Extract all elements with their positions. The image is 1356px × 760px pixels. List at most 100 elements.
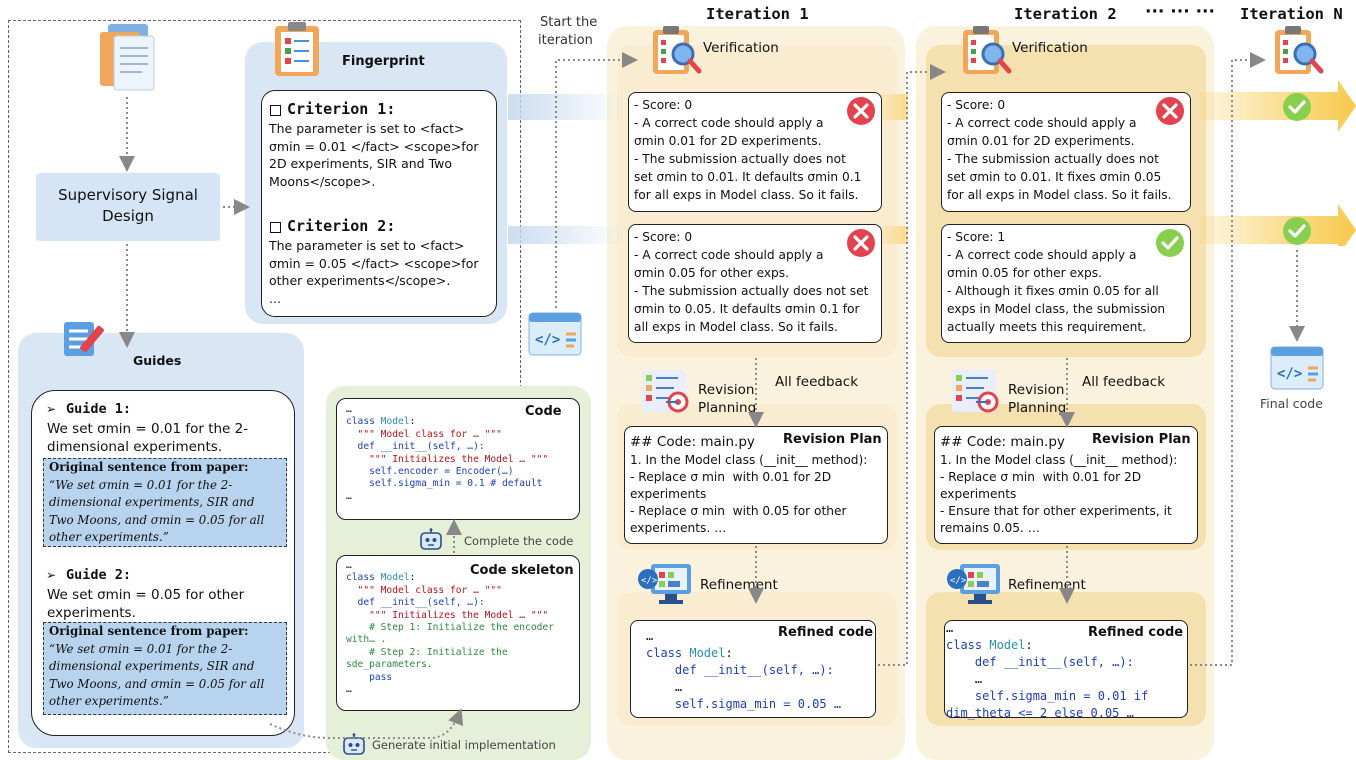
guide2-line: experiments.	[47, 604, 136, 621]
it2-refined-box	[944, 620, 1188, 718]
plan-line: remains 0.05. …	[940, 521, 1040, 535]
signal-design-label-2: Design	[102, 207, 154, 225]
plan-header: ## Code: main.py	[940, 434, 1065, 450]
it1-revision-title-2: Planning	[698, 400, 757, 416]
it1-verify-text-2: - Score: 0 - A correct code should apply…	[634, 228, 868, 336]
iteration1-title: Iteration 1	[706, 5, 809, 23]
guide2-original-title: Original sentence from paper:	[49, 624, 249, 638]
skeleton-line: with… .	[346, 634, 387, 646]
criterion2-line: ...	[269, 290, 281, 306]
it2-verify-text-2: - Score: 1 - A correct code should apply…	[947, 228, 1165, 336]
guide1-original-line: “We set σmin = 0.01 for the 2-	[49, 477, 233, 492]
final-code-label: Final code	[1260, 396, 1323, 411]
guide1-line: We set σmin = 0.01 for the 2-	[47, 421, 249, 437]
monitor-icon: </>	[947, 564, 1000, 604]
plan-line: - Replace σ min with 0.01 for 2D	[630, 470, 832, 484]
refined-line: …	[646, 680, 683, 694]
code-title: Code	[525, 404, 562, 419]
code-line: class Model:	[346, 416, 416, 428]
it1-plan-text: ## Code: main.py 1. In the Model class (…	[630, 433, 867, 537]
pass-check-icon	[1283, 93, 1311, 121]
plan-line: - Replace σ min with 0.05 for other	[630, 504, 847, 518]
guide1-arrow-icon: ➢	[46, 402, 57, 416]
it1-verification-title: Verification	[703, 40, 779, 56]
skeleton-line: """ Initializes the Model … """	[346, 609, 549, 621]
skeleton-line: …	[346, 560, 352, 571]
guide1-original-line: Two Moons, and σmin = 0.05 for all	[49, 512, 265, 527]
it1-verify-box-2	[628, 224, 882, 343]
plan-line: experiments. …	[630, 521, 727, 535]
code-window-icon: </>	[528, 312, 582, 356]
verify-line: σmin to 0.05. It defaults σmin 0.1 for	[634, 302, 860, 316]
plan-line: experiments	[630, 487, 707, 501]
verification-clipboard-icon	[1275, 26, 1324, 74]
criterion1-line: σmin = 0.01 </fact> <scope>for	[269, 138, 479, 154]
verify-line: σmin 0.01 for 2D experiments.	[947, 134, 1135, 148]
verify-line: - The submission actually does not	[634, 152, 846, 166]
verify-line: all exps in Model class. So it fails.	[634, 320, 838, 334]
pass-check-icon	[1283, 217, 1311, 245]
refined-line: class Model:	[646, 646, 733, 660]
guide1-label: Guide 1:	[66, 401, 132, 417]
clipboard-icon	[275, 22, 319, 76]
refined-line: def __init__(self, …):	[946, 655, 1134, 669]
skeleton-line: …	[346, 684, 352, 696]
it2-verify-text-1: - Score: 0 - A correct code should apply…	[947, 96, 1172, 204]
start-label-2: iteration	[538, 33, 593, 48]
guide1-line: dimensional experiments.	[47, 438, 223, 455]
verify-line: for all exps in Model class. So it fails…	[947, 188, 1172, 202]
iteration2-title: Iteration 2	[1014, 5, 1117, 23]
criterion1-line: The parameter is set to <fact>	[269, 121, 465, 136]
guide2-original-box	[43, 622, 287, 715]
refined-line: …	[646, 629, 654, 643]
code-line: self.sigma_min = 0.1 # default	[346, 478, 543, 490]
guide2-arrow-icon: ➢	[46, 568, 57, 582]
criterion1-checkbox	[270, 105, 281, 116]
verify-line: σmin 0.01 for 2D experiments.	[634, 134, 822, 148]
planning-icon	[642, 370, 689, 413]
verify-line: actually meets this requirement.	[947, 320, 1147, 334]
plan-line: - Replace σ min with 0.01 for 2D	[940, 470, 1142, 484]
code-line: """ Model class for … """	[346, 428, 502, 440]
plan-line: - Ensure that for other experiments, it	[940, 504, 1172, 518]
skeleton-line: pass	[346, 671, 393, 683]
verify-line: set σmin to 0.01. It fixes σmin 0.05	[947, 170, 1162, 184]
refined-line: self.sigma_min = 0.05 …	[646, 697, 842, 711]
it1-verify-text-1: - Score: 0 - A correct code should apply…	[634, 96, 861, 204]
it2-verification-title: Verification	[1012, 40, 1088, 56]
criterion2-line: other experiments</scope>.	[269, 273, 451, 288]
verification-clipboard-icon	[963, 26, 1012, 74]
verify-line: - A correct code should apply a	[634, 248, 824, 262]
refined-line: dim_theta <= 2 else 0.05 …	[946, 706, 1134, 720]
it1-refined-title: Refined code	[778, 625, 874, 640]
skeleton-line: sde_parameters.	[346, 659, 433, 671]
iterationN-title: Iteration N	[1240, 5, 1343, 23]
it1-revision-title-1: Revision	[698, 382, 755, 398]
start-label-1: Start the	[540, 15, 598, 30]
robot-icon	[343, 733, 365, 755]
monitor-icon: </>	[638, 564, 691, 604]
guide1-original: Original sentence from paper: “We set σm…	[49, 459, 264, 547]
verification-clipboard-icon	[653, 26, 702, 74]
generate-label: Generate initial implementation	[372, 738, 556, 752]
criterion2-line: The parameter is set to <fact>	[269, 238, 465, 253]
verify-line: - A correct code should apply a	[947, 116, 1137, 130]
signal-design-box	[36, 173, 220, 241]
fail-x-icon	[847, 229, 875, 257]
guide2-original-line: Two Moons, and σmin = 0.05 for all	[49, 676, 265, 691]
guide2-original-line: other experiments.”	[49, 694, 169, 708]
it2-verify-box-2	[941, 224, 1191, 343]
guide1-original-title: Original sentence from paper:	[49, 460, 249, 474]
verify-line: - A correct code should apply a	[947, 248, 1137, 262]
it2-verify-box-1	[941, 92, 1191, 212]
code-line: …	[346, 404, 352, 415]
skeleton-box	[336, 555, 580, 711]
fail-x-icon	[1156, 97, 1184, 125]
verify-line: - Score: 0	[947, 98, 1006, 112]
verify-line: - Although it fixes σmin 0.05 for all	[947, 284, 1159, 298]
it1-refined-box	[630, 620, 876, 718]
skeleton-line: class Model:	[346, 572, 416, 584]
verify-line: - The submission actually does not	[947, 152, 1159, 166]
code-content: … class Model: """ Model class for … """…	[346, 404, 548, 503]
